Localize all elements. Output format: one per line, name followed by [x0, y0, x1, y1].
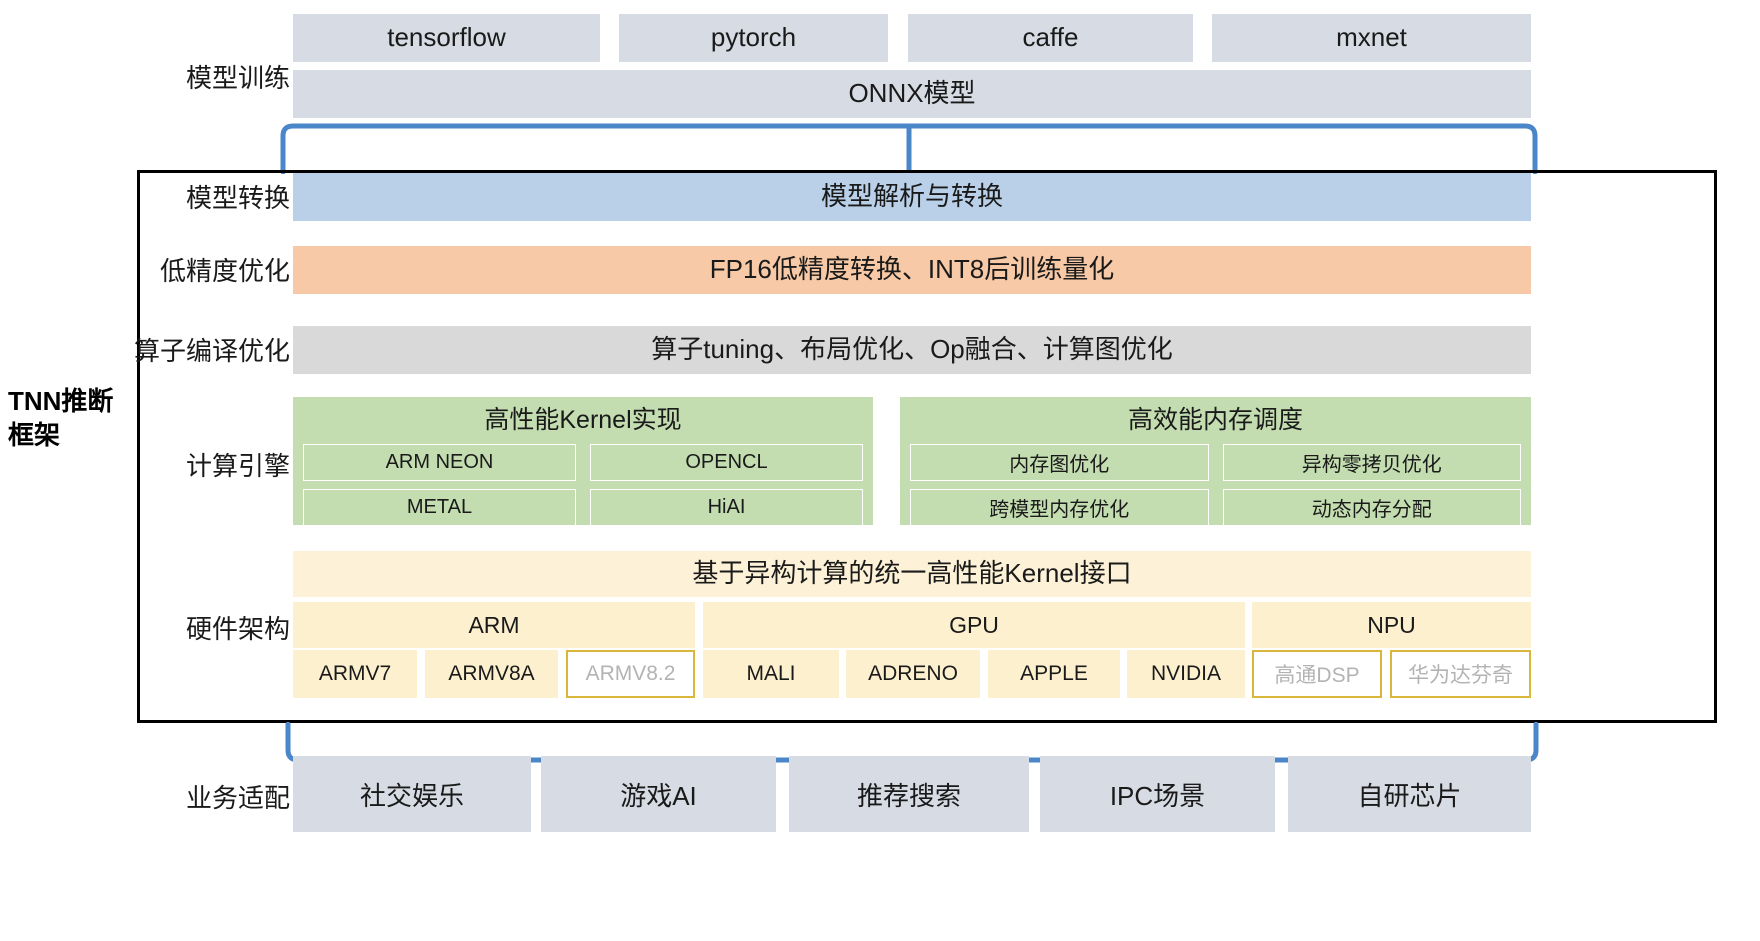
row-label-compute-engine: 计算引擎 — [185, 451, 290, 481]
framework-box-caffe: caffe — [908, 14, 1193, 62]
business-box-game-ai: 游戏AI — [541, 756, 776, 832]
business-box-recommend-search: 推荐搜索 — [789, 756, 1029, 832]
row-label-low-precision: 低精度优化 — [159, 256, 290, 286]
onnx-model-box: ONNX模型 — [293, 70, 1531, 118]
framework-box-pytorch: pytorch — [619, 14, 888, 62]
hw-chip-armv8a: ARMV8A — [425, 650, 558, 698]
row-label-hardware: 硬件架构 — [185, 614, 290, 644]
hw-chip-huawei-davinci: 华为达芬奇 — [1390, 650, 1531, 698]
engine-panel-kernel: 高性能Kernel实现 ARM NEON OPENCL METAL HiAI — [293, 397, 873, 527]
engine-panel-memory-grid: 内存图优化 异构零拷贝优化 跨模型内存优化 动态内存分配 — [910, 444, 1521, 527]
model-convert-bar: 模型解析与转换 — [293, 173, 1531, 221]
row-label-business: 业务适配 — [185, 783, 290, 813]
bracket-training-to-framework — [278, 112, 1540, 174]
engine-panel-memory: 高效能内存调度 内存图优化 异构零拷贝优化 跨模型内存优化 动态内存分配 — [900, 397, 1531, 527]
tnn-framework-frame — [137, 170, 1717, 723]
row-label-op-compile: 算子编译优化 — [133, 336, 290, 366]
hw-chip-apple: APPLE — [988, 650, 1120, 698]
hw-group-npu: NPU — [1252, 602, 1531, 648]
engine-cell-opencl: OPENCL — [590, 444, 863, 482]
framework-box-mxnet: mxnet — [1212, 14, 1531, 62]
low-precision-bar: FP16低精度转换、INT8后训练量化 — [293, 246, 1531, 294]
unified-kernel-api-bar: 基于异构计算的统一高性能Kernel接口 — [293, 551, 1531, 597]
hw-chip-mali: MALI — [703, 650, 839, 698]
engine-panel-memory-title: 高效能内存调度 — [1127, 406, 1303, 434]
engine-cell-arm-neon: ARM NEON — [303, 444, 576, 482]
business-box-ipc: IPC场景 — [1040, 756, 1275, 832]
engine-cell-zero-copy-opt: 异构零拷贝优化 — [1222, 444, 1521, 482]
row-label-model-training: 模型训练 — [185, 63, 290, 93]
hw-chip-armv7: ARMV7 — [293, 650, 417, 698]
hw-chip-nvidia: NVIDIA — [1127, 650, 1245, 698]
hw-chip-qualcomm-dsp: 高通DSP — [1252, 650, 1382, 698]
engine-cell-memory-graph-opt: 内存图优化 — [910, 444, 1209, 482]
business-box-self-chip: 自研芯片 — [1288, 756, 1531, 832]
engine-cell-metal: METAL — [303, 489, 576, 527]
tnn-framework-title: TNN推断框架 — [8, 386, 114, 450]
engine-panel-kernel-grid: ARM NEON OPENCL METAL HiAI — [303, 444, 863, 527]
hw-chip-armv82: ARMV8.2 — [566, 650, 695, 698]
engine-cell-hiai: HiAI — [590, 489, 863, 527]
business-box-social: 社交娱乐 — [293, 756, 531, 832]
engine-panel-kernel-title: 高性能Kernel实现 — [484, 406, 682, 434]
framework-box-tensorflow: tensorflow — [293, 14, 600, 62]
op-compile-bar: 算子tuning、布局优化、Op融合、计算图优化 — [293, 326, 1531, 374]
hw-group-gpu: GPU — [703, 602, 1245, 648]
hw-group-arm: ARM — [293, 602, 695, 648]
row-label-model-convert: 模型转换 — [185, 183, 290, 213]
engine-cell-cross-model-memory-opt: 跨模型内存优化 — [910, 489, 1209, 527]
hw-chip-adreno: ADRENO — [846, 650, 980, 698]
engine-cell-dynamic-memory-alloc: 动态内存分配 — [1222, 489, 1521, 527]
